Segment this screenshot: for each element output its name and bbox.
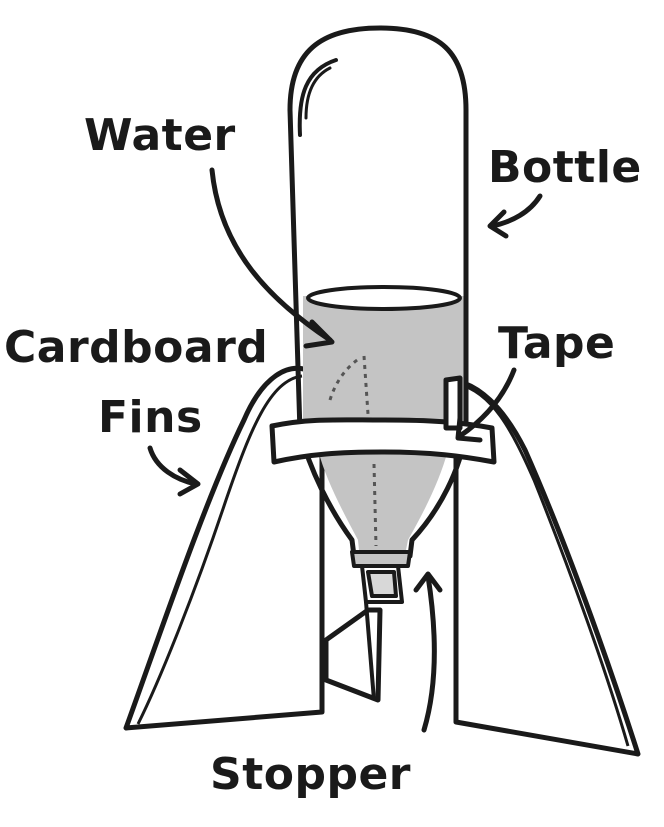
left-fin-inner-edge (136, 374, 303, 725)
bottle-highlight (297, 58, 338, 137)
pointer-arrows (147, 167, 543, 733)
label-stopper: Stopper (210, 749, 411, 800)
stopper-arrow (421, 573, 437, 733)
water-fill-neck (318, 450, 448, 560)
label-tape: Tape (498, 318, 616, 369)
bottle (287, 25, 469, 560)
bottle-arrow (489, 193, 543, 229)
label-cardboard: Cardboard (4, 322, 269, 373)
water-fill (303, 296, 466, 430)
label-fins: Fins (98, 392, 203, 443)
bubble-marks (328, 355, 378, 547)
right-fin (443, 377, 641, 757)
water-arrow (209, 167, 333, 343)
tape-arrow (457, 367, 517, 439)
fins-arrow (147, 445, 199, 487)
label-bottle: Bottle (488, 142, 642, 193)
bottle-highlight-2 (304, 66, 332, 120)
water-surface (306, 285, 462, 311)
label-water: Water (84, 110, 236, 161)
stopper (350, 550, 412, 701)
